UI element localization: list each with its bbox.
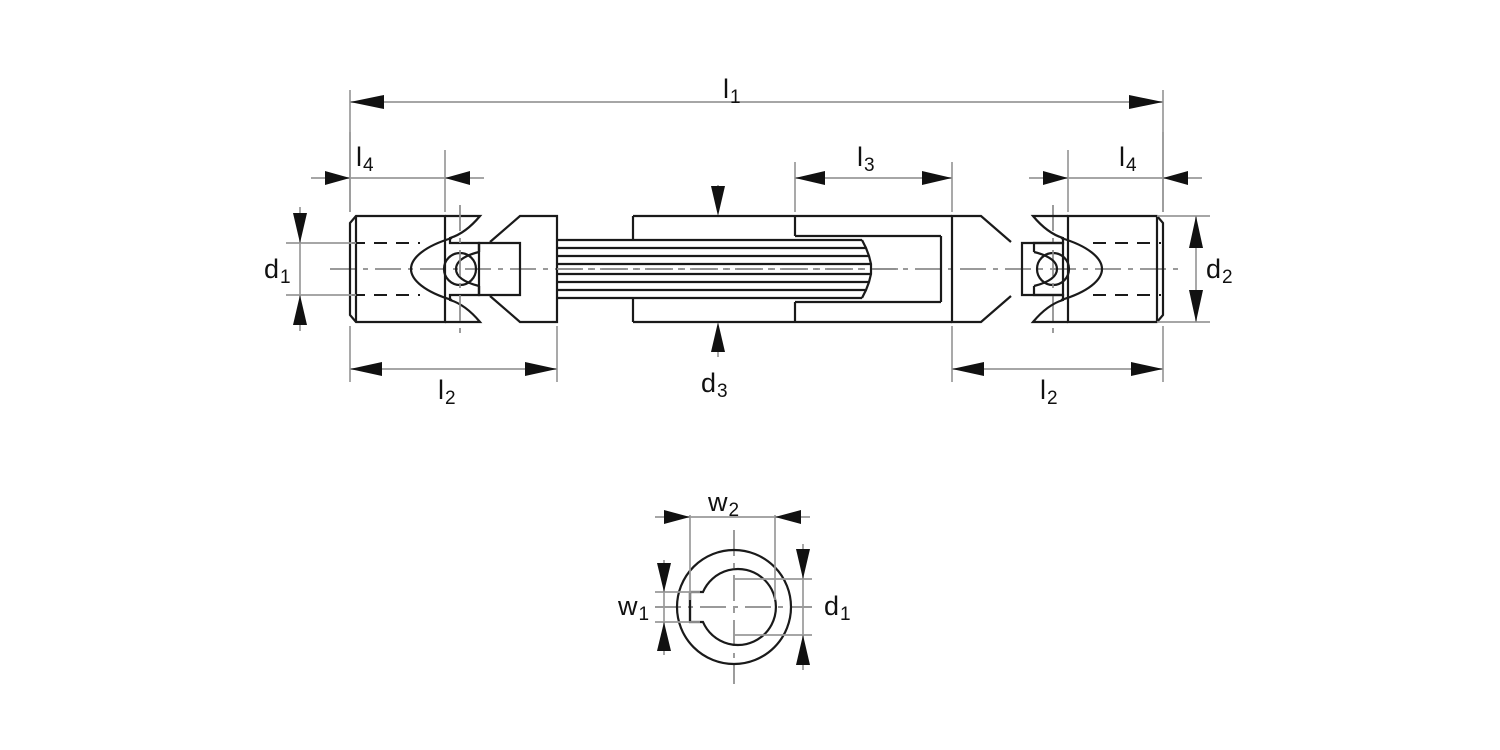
- label-d1-section-subscript: 1: [840, 604, 851, 625]
- dimension-l4-left: [311, 132, 484, 212]
- l1-arrow-right: [1129, 95, 1163, 109]
- label-d1: d1: [264, 254, 291, 289]
- label-w2-symbol: w: [708, 487, 728, 517]
- label-d1-subscript: 1: [280, 267, 291, 288]
- label-d1-symbol: d: [264, 254, 280, 284]
- d1-arrow-top: [293, 213, 307, 243]
- label-l3-subscript: 3: [864, 155, 875, 176]
- label-l4-right: l4: [1119, 142, 1137, 177]
- d3-arrow-top: [711, 186, 725, 216]
- d1s-arrow-top: [796, 549, 810, 579]
- label-l4-right-symbol: l: [1119, 142, 1125, 172]
- outer-sleeve: [631, 214, 952, 324]
- right-yoke-arm-bottom: [1030, 286, 1068, 324]
- d2-arrow-bottom: [1189, 290, 1203, 322]
- bore-cross-section-view: [655, 510, 812, 684]
- l4r-arrow-right: [1163, 171, 1188, 185]
- w2-arrow-right: [775, 510, 801, 524]
- dimension-l2-left: [349, 326, 558, 382]
- dimension-d1: [286, 207, 356, 331]
- label-l2-left: l2: [438, 375, 456, 410]
- l1-arrow-left: [350, 95, 384, 109]
- label-d2-subscript: 2: [1222, 267, 1233, 288]
- left-yoke-pocket-inner-arc: [454, 250, 480, 288]
- label-d2: d2: [1206, 254, 1233, 289]
- label-l4-left-symbol: l: [356, 142, 362, 172]
- label-l2-left-subscript: 2: [445, 388, 456, 409]
- l4l-arrow-left: [325, 171, 350, 185]
- label-l2-right-subscript: 2: [1047, 388, 1058, 409]
- label-l2-left-symbol: l: [438, 375, 444, 405]
- w2-arrow-left: [664, 510, 690, 524]
- dimension-w2: [655, 510, 810, 600]
- label-d2-symbol: d: [1206, 254, 1222, 284]
- l2r-arrow-right: [1131, 362, 1163, 376]
- label-l2-right-symbol: l: [1040, 375, 1046, 405]
- label-l4-left: l4: [356, 142, 374, 177]
- left-yoke-arm-bottom: [445, 286, 483, 324]
- dimension-d3: [711, 185, 725, 357]
- dimension-l4-right: [1029, 132, 1202, 212]
- left-cross-block: [477, 241, 522, 297]
- label-w2: w2: [708, 487, 739, 522]
- right-yoke-pocket-outer-arc: [1060, 236, 1104, 302]
- section-bore-with-keyway: [688, 567, 777, 647]
- section-outer-circle: [675, 548, 793, 666]
- l3-arrow-right: [922, 171, 952, 185]
- w1-arrow-top: [657, 563, 671, 592]
- l3-arrow-left: [795, 171, 825, 185]
- label-w1-subscript: 1: [638, 604, 650, 625]
- spline-shaft: [557, 238, 900, 300]
- label-l4-right-subscript: 4: [1126, 155, 1137, 176]
- right-flange-outline: [950, 214, 1012, 324]
- d1s-arrow-bottom: [796, 635, 810, 665]
- label-l1-subscript: 1: [730, 87, 741, 108]
- label-l1: l1: [723, 74, 741, 109]
- label-w2-subscript: 2: [728, 500, 740, 521]
- l2r-arrow-left: [952, 362, 984, 376]
- w1-arrow-bottom: [657, 622, 671, 651]
- right-yoke-pocket-inner-arc: [1033, 250, 1059, 288]
- l4l-arrow-right: [445, 171, 470, 185]
- label-w1: w1: [618, 591, 649, 626]
- left-yoke-arm-top: [445, 214, 483, 252]
- label-l1-symbol: l: [723, 74, 729, 104]
- right-shaft-flange: [950, 214, 1012, 324]
- l2l-arrow-left: [350, 362, 382, 376]
- l2l-arrow-right: [525, 362, 557, 376]
- label-w1-symbol: w: [618, 591, 638, 621]
- label-d3-subscript: 3: [717, 381, 728, 402]
- dimension-w1: [655, 560, 700, 655]
- dimension-l3: [794, 162, 953, 212]
- right-yoke: [1030, 214, 1104, 324]
- d2-arrow-top: [1189, 216, 1203, 248]
- dimension-d2: [1157, 215, 1210, 323]
- label-l2-right: l2: [1040, 375, 1058, 410]
- left-journal-cross: [442, 205, 522, 336]
- right-yoke-arm-top: [1030, 214, 1068, 252]
- spline-end-chamfer: [861, 239, 873, 299]
- l4r-arrow-left: [1043, 171, 1068, 185]
- label-l4-left-subscript: 4: [363, 155, 374, 176]
- dimension-d1-section: [734, 544, 812, 670]
- d1-arrow-bottom: [293, 295, 307, 325]
- label-l3: l3: [857, 142, 875, 177]
- label-l3-symbol: l: [857, 142, 863, 172]
- main-side-elevation: [286, 90, 1210, 382]
- dimension-l2-right: [951, 326, 1164, 382]
- label-d1-section-symbol: d: [824, 591, 840, 621]
- d3-arrow-bottom: [711, 322, 725, 352]
- label-d1-section: d1: [824, 591, 851, 626]
- left-yoke-pocket-outer-arc: [409, 236, 453, 302]
- label-d3-symbol: d: [701, 368, 717, 398]
- label-d3: d3: [701, 368, 728, 403]
